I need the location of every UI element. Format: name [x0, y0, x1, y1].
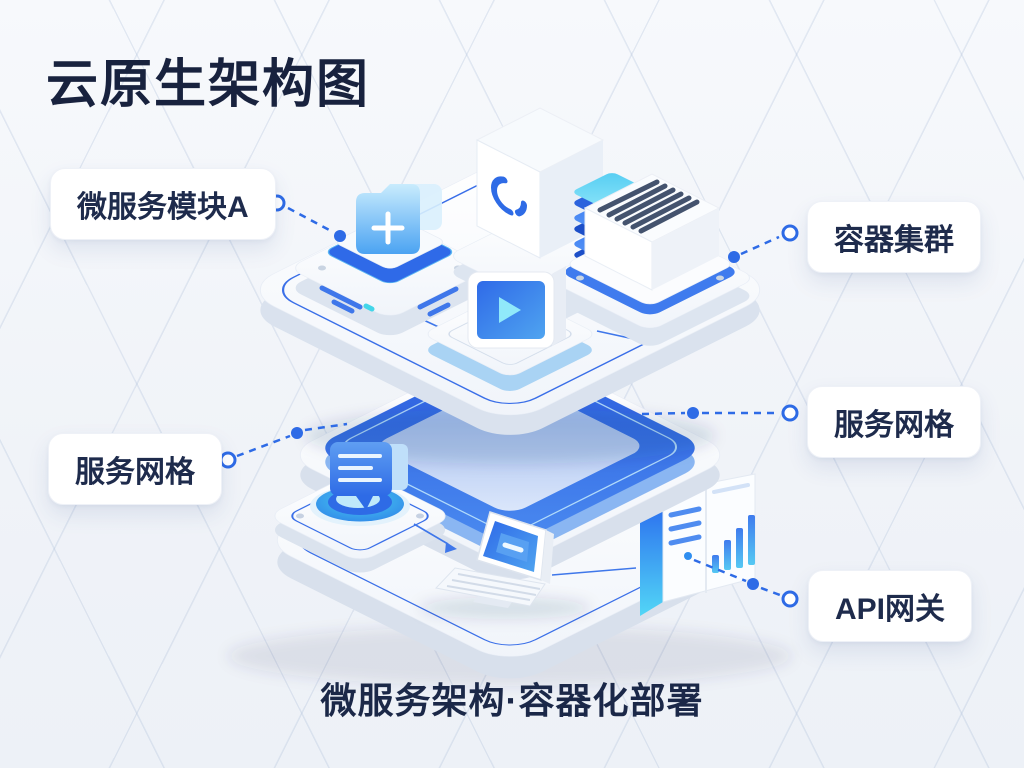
page-title: 云原生架构图	[46, 56, 371, 114]
connector-mesh-right	[641, 404, 799, 422]
laptop-icon	[419, 511, 591, 619]
container-cluster-box-icon	[550, 173, 750, 346]
connector-gateway	[693, 558, 799, 608]
registry-ring-logo	[491, 176, 527, 217]
connector-module-a	[268, 194, 346, 242]
message-queue-icon	[274, 442, 446, 573]
callout-connectors	[219, 194, 799, 608]
gateway-port-dot	[684, 552, 692, 560]
cluster-stripes	[597, 179, 700, 234]
infrastructure-links	[413, 523, 637, 576]
callout-microservice-module-a: 微服务模块A	[50, 168, 276, 240]
callout-container-cluster: 容器集群	[807, 201, 981, 273]
callout-api-gateway: API网关	[808, 570, 973, 642]
connector-cluster	[728, 224, 799, 263]
gateway-server-icon	[640, 473, 756, 616]
gateway-bar-chart-icon	[712, 515, 755, 573]
diagram-caption: 微服务架构·容器化部署	[320, 680, 704, 721]
package-plus-icon	[295, 184, 485, 336]
media-play-icon	[427, 266, 593, 391]
link-arrowhead	[445, 542, 457, 553]
gateway-doc-lines-icon	[668, 506, 702, 546]
callout-service-mesh-left: 服务网格	[48, 433, 222, 505]
callout-service-mesh-right: 服务网格	[807, 386, 981, 458]
connector-mesh-left	[219, 422, 348, 469]
